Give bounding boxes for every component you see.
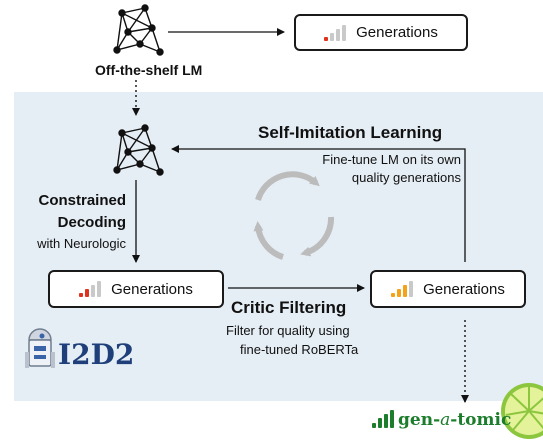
generations-label: Generations bbox=[111, 280, 193, 298]
network-icon-top bbox=[113, 4, 164, 56]
generations-label: Generations bbox=[356, 24, 438, 41]
self-imitation-desc-line1: Fine-tune LM on its own bbox=[322, 152, 461, 167]
constrained-title-line2: Decoding bbox=[57, 214, 126, 231]
constrained-desc: with Neurologic bbox=[37, 236, 126, 251]
critic-desc-line1: Filter for quality using bbox=[226, 323, 350, 338]
critic-desc-line2: fine-tuned RoBERTa bbox=[240, 342, 359, 357]
lime-icon bbox=[501, 383, 543, 439]
quality-bars-icon-red bbox=[79, 281, 102, 297]
generations-box-right: Generations bbox=[370, 270, 526, 308]
generations-label: Generations bbox=[423, 280, 505, 298]
i2d2-logo-text: I2D2 bbox=[58, 338, 135, 371]
arrow-self-imitation bbox=[171, 145, 466, 262]
off-the-shelf-lm-label: Off-the-shelf LM bbox=[95, 62, 203, 78]
robot-icon bbox=[25, 328, 55, 368]
gen-a-tomic-logo-text: gen-a-tomic bbox=[398, 410, 512, 430]
network-icon-mid bbox=[113, 124, 164, 176]
generations-box-top: Generations bbox=[294, 14, 468, 51]
generations-box-left: Generations bbox=[48, 270, 224, 308]
self-imitation-title: Self-Imitation Learning bbox=[258, 123, 443, 142]
cycle-icon bbox=[253, 171, 335, 260]
constrained-title-line1: Constrained bbox=[38, 192, 126, 209]
gen-a-tomic-signal-icon bbox=[372, 410, 394, 428]
quality-bars-icon-orange bbox=[391, 281, 414, 297]
critic-filtering-title: Critic Filtering bbox=[231, 298, 347, 317]
i2d2-panel bbox=[14, 92, 543, 401]
self-imitation-desc-line2: quality generations bbox=[351, 170, 461, 185]
quality-bars-icon-red bbox=[324, 24, 347, 41]
